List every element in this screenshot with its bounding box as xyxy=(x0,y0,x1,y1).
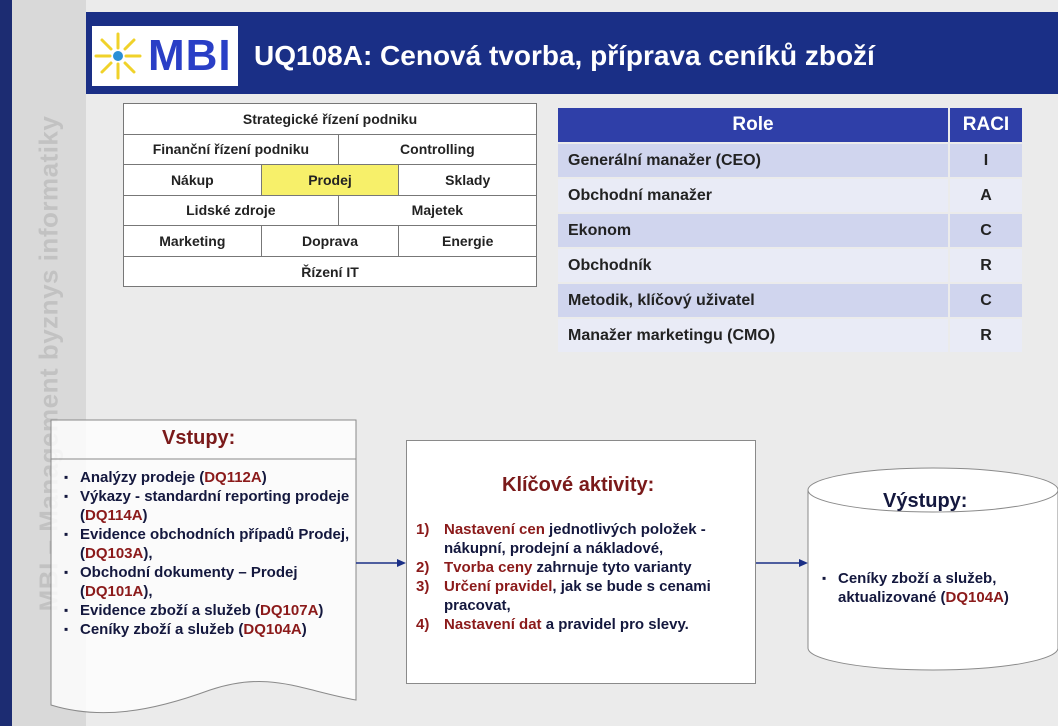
raci-role: Metodik, klíčový uživatel xyxy=(558,284,948,317)
raci-header-raci: RACI xyxy=(950,108,1022,142)
arrowhead-icon xyxy=(397,559,406,567)
list-item: 4)Nastavení dat a pravidel pro slevy. xyxy=(416,616,689,633)
process-cell: Marketing xyxy=(124,226,262,256)
sun-logo-icon xyxy=(94,32,142,80)
activities-heading: Klíčové aktivity: xyxy=(502,474,655,496)
raci-header-role: Role xyxy=(558,108,948,142)
raci-role: Obchodník xyxy=(558,249,948,282)
outputs-cylinder-top xyxy=(807,467,1058,513)
process-row: Marketing Doprava Energie xyxy=(124,226,536,257)
raci-role: Obchodní manažer xyxy=(558,179,948,212)
process-cell: Controlling xyxy=(400,141,475,158)
list-item: 1)Nastavení cen jednotlivých položek - n… xyxy=(416,521,706,557)
process-row: Strategické řízení podniku xyxy=(124,104,536,135)
page-title: UQ108A: Cenová tvorba, příprava ceníků z… xyxy=(254,40,875,71)
process-cell: Strategické řízení podniku xyxy=(242,110,418,127)
process-cell: Finanční řízení podniku xyxy=(124,134,339,164)
arrowhead-icon xyxy=(799,559,808,567)
header-bar xyxy=(86,12,1058,94)
raci-header-row: Role RACI xyxy=(558,108,1022,142)
raci-value: I xyxy=(950,144,1022,177)
process-cell: Nákup xyxy=(124,165,262,195)
list-item: Ceníky zboží a služeb, aktualizované (DQ… xyxy=(820,569,1040,607)
list-item: Evidence zboží a služeb (DQ107A) xyxy=(62,601,352,620)
left-accent-strip xyxy=(0,0,12,726)
inputs-heading: Vstupy: xyxy=(162,427,236,449)
raci-row: Generální manažer (CEO)I xyxy=(558,144,1022,177)
raci-role: Ekonom xyxy=(558,214,948,247)
process-row: Lidské zdroje Majetek xyxy=(124,195,536,226)
raci-value: R xyxy=(950,249,1022,282)
raci-row: Manažer marketingu (CMO)R xyxy=(558,319,1022,352)
process-map: Strategické řízení podniku Finanční říze… xyxy=(123,103,537,287)
list-item: Výkazy - standardní reporting prodeje (D… xyxy=(62,487,352,525)
list-item: Analýzy prodeje (DQ112A) xyxy=(62,468,352,487)
process-cell: Doprava xyxy=(262,226,400,256)
logo-brand-text: MBI xyxy=(148,31,232,80)
process-cell-highlighted: Prodej xyxy=(261,165,400,195)
list-item: 2)Tvorba ceny zahrnuje tyto varianty xyxy=(416,559,692,576)
process-cell: Majetek xyxy=(411,202,464,219)
process-cell: Energie xyxy=(442,232,494,249)
process-row: Nákup Prodej Sklady xyxy=(124,165,536,196)
process-row: Finanční řízení podniku Controlling xyxy=(124,134,536,165)
list-item: Evidence obchodních případů Prodej, (DQ1… xyxy=(62,525,352,563)
raci-role: Manažer marketingu (CMO) xyxy=(558,319,948,352)
raci-role: Generální manažer (CEO) xyxy=(558,144,948,177)
process-cell: Sklady xyxy=(445,171,491,188)
logo: MBI xyxy=(92,26,238,86)
inputs-list: Analýzy prodeje (DQ112A) Výkazy - standa… xyxy=(62,468,352,639)
outputs-heading: Výstupy: xyxy=(883,490,968,512)
raci-value: A xyxy=(950,179,1022,212)
list-item: 3)Určení pravidel, jak se bude s cenami … xyxy=(416,578,711,614)
raci-value: C xyxy=(950,284,1022,317)
raci-value: R xyxy=(950,319,1022,352)
list-item: Obchodní dokumenty – Prodej (DQ101A), xyxy=(62,563,352,601)
activities-box xyxy=(406,440,756,684)
process-row: Řízení IT xyxy=(124,257,536,288)
raci-value: C xyxy=(950,214,1022,247)
activities-list: 1)Nastavení cen jednotlivých položek - n… xyxy=(416,520,736,634)
process-cell: Řízení IT xyxy=(301,263,359,280)
raci-table: Role RACI Generální manažer (CEO)I Obcho… xyxy=(556,106,1024,354)
outputs-list: Ceníky zboží a služeb, aktualizované (DQ… xyxy=(820,569,1040,607)
process-cell: Lidské zdroje xyxy=(124,195,339,225)
list-item: Ceníky zboží a služeb (DQ104A) xyxy=(62,620,352,639)
